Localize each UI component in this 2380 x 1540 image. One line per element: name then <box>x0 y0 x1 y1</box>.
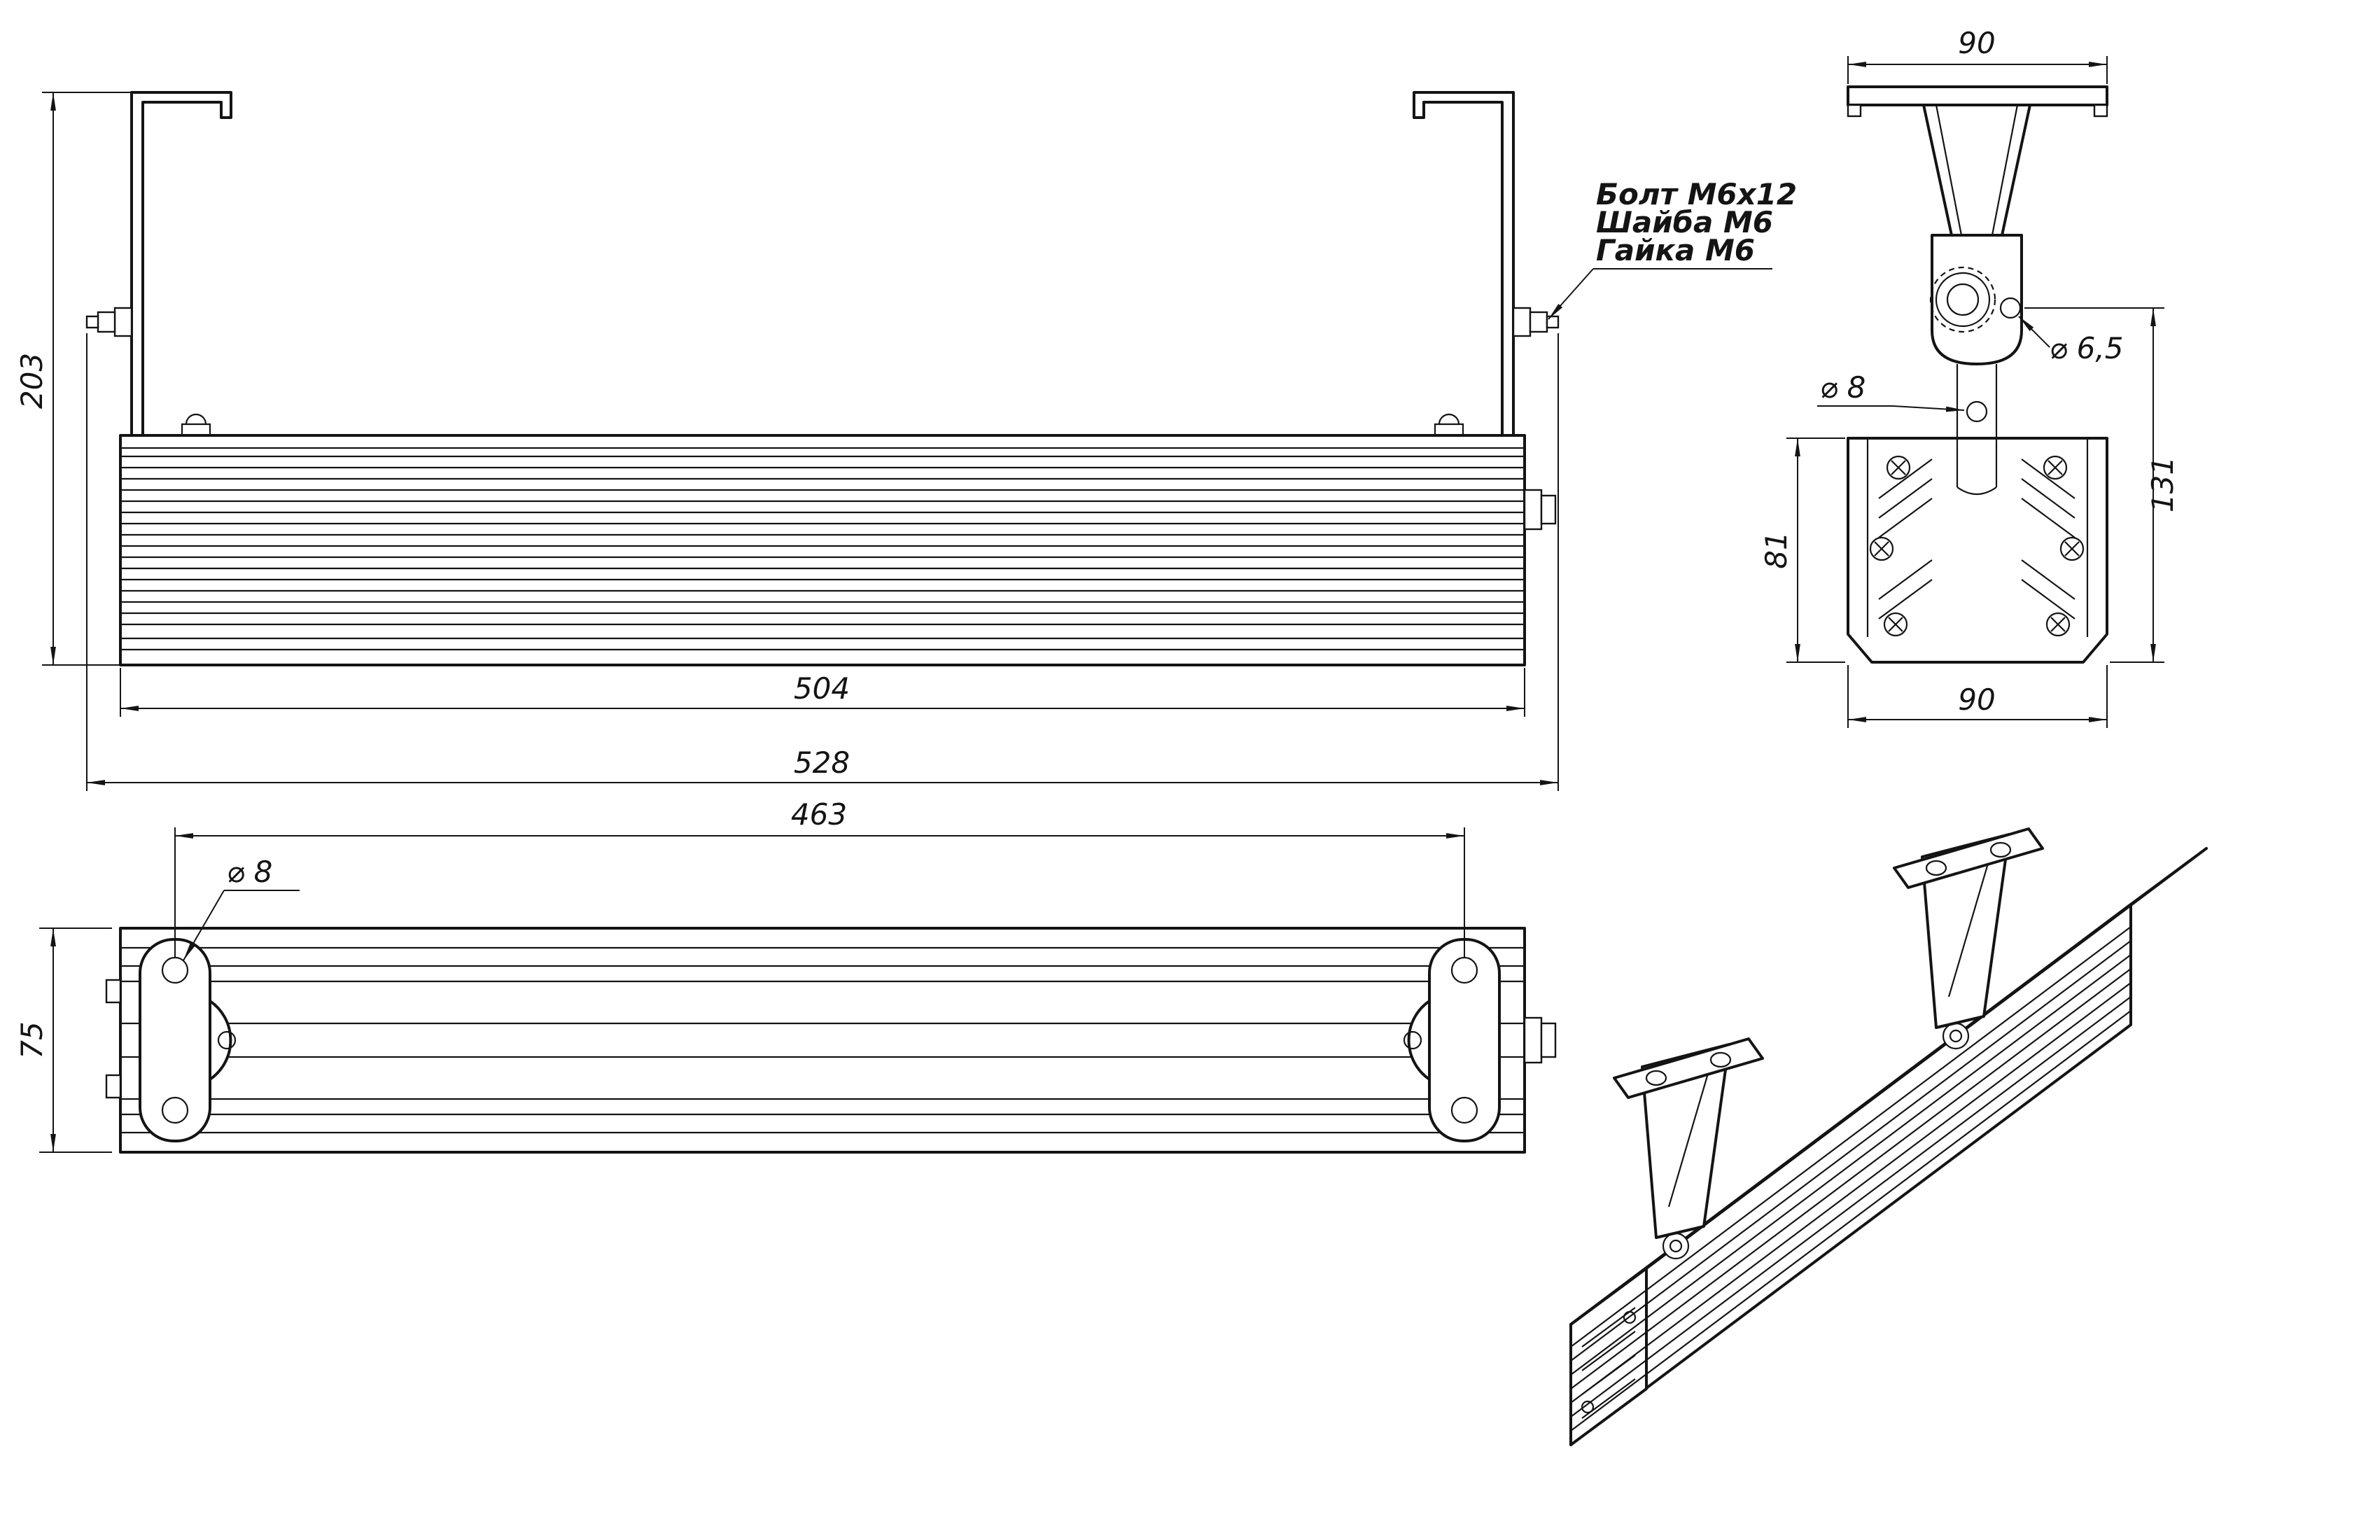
heatsink-screw <box>1869 536 1894 561</box>
heatsink-screw <box>2059 536 2085 561</box>
dim-label-d65: ⌀ 6,5 <box>2050 331 2123 365</box>
dim-label-463: 463 <box>791 797 847 832</box>
top-right-hole-lower <box>1450 1096 1478 1124</box>
iso-bracket-far <box>1893 827 2044 1050</box>
dimension-side-mount-height: 131 <box>2024 307 2180 663</box>
dim-label-90-bottom: 90 <box>1958 682 1995 717</box>
side-hinge-plate <box>1931 234 2023 365</box>
side-tongue <box>1956 364 1998 438</box>
top-left-hole-lower <box>161 1096 189 1124</box>
dim-label-d8-side: ⌀ 8 <box>1820 370 1865 405</box>
dim-label-75: 75 <box>15 1021 49 1058</box>
side-hole-8 <box>1966 400 1988 423</box>
side-knurled-disc <box>1929 266 1996 333</box>
dim-label-504: 504 <box>794 671 850 706</box>
top-right-plate <box>1403 938 1501 1142</box>
callout-hole-6-5: ⌀ 6,5 <box>2018 316 2123 365</box>
heatsink-screw <box>1886 455 1911 480</box>
callout-hole-8-top: ⌀ 8 <box>183 855 300 961</box>
bolt-m6-stack <box>1512 307 1532 337</box>
iso-end-slots <box>1581 1307 1636 1419</box>
note-washer: Шайба М6 <box>1596 205 1773 239</box>
top-body-lines <box>120 946 1525 1134</box>
front-right-clamp-screw <box>1434 413 1464 435</box>
side-view: 90 ⌀ 6,5 ⌀ 8 131 81 <box>1759 26 2180 728</box>
dim-label-131: 131 <box>2146 456 2180 512</box>
dim-label-203: 203 <box>15 353 49 409</box>
iso-fins <box>1570 926 2132 1432</box>
top-body <box>119 927 1526 1154</box>
front-view: 203 504 528 <box>15 91 1560 791</box>
dimension-front-body-length: 504 <box>120 668 1525 717</box>
dimension-top-body-width: 75 <box>15 927 112 1153</box>
iso-bracket-near <box>1613 1037 1764 1260</box>
front-left-bracket <box>85 91 232 435</box>
front-right-bracket <box>1413 91 1560 435</box>
dimension-front-overall-length: 528 <box>86 333 1559 791</box>
dimension-side-base-width: 90 <box>1847 665 2108 728</box>
side-top-plate <box>1847 85 2108 106</box>
dim-label-81: 81 <box>1759 531 1793 568</box>
heatsink-screw <box>2045 612 2071 637</box>
dimension-top-hole-spacing: 463 <box>174 797 1465 958</box>
dimension-side-top-width: 90 <box>1847 26 2108 84</box>
top-cable-gland <box>1523 1016 1557 1064</box>
front-body-fins <box>120 447 1525 651</box>
front-cable-gland <box>1523 489 1557 531</box>
note-nut: Гайка М6 <box>1596 233 1755 267</box>
top-view: 463 75 ⌀ 8 <box>15 797 1557 1154</box>
front-body <box>119 434 1526 666</box>
heatsink-screw <box>1883 612 1908 637</box>
note-bolt: Болт М6х12 <box>1596 177 1797 211</box>
front-left-clamp-screw <box>181 413 211 435</box>
dimension-front-height: 203 <box>15 92 132 666</box>
isometric-view <box>1569 827 2208 1446</box>
hardware-note: Болт М6х12 Шайба М6 Гайка М6 <box>1548 177 1797 320</box>
dim-label-d8-top: ⌀ 8 <box>227 855 272 889</box>
heatsink-screw <box>2043 455 2068 480</box>
side-fin-slots <box>1878 458 2076 620</box>
callout-hole-8-side: ⌀ 8 <box>1817 370 1965 412</box>
side-hole-6-5 <box>1999 297 2022 319</box>
side-bracket-neck <box>1922 104 2031 236</box>
dim-label-90-top: 90 <box>1958 26 1995 60</box>
dimension-side-fin-height: 81 <box>1759 438 1845 663</box>
dim-label-528: 528 <box>794 746 850 780</box>
